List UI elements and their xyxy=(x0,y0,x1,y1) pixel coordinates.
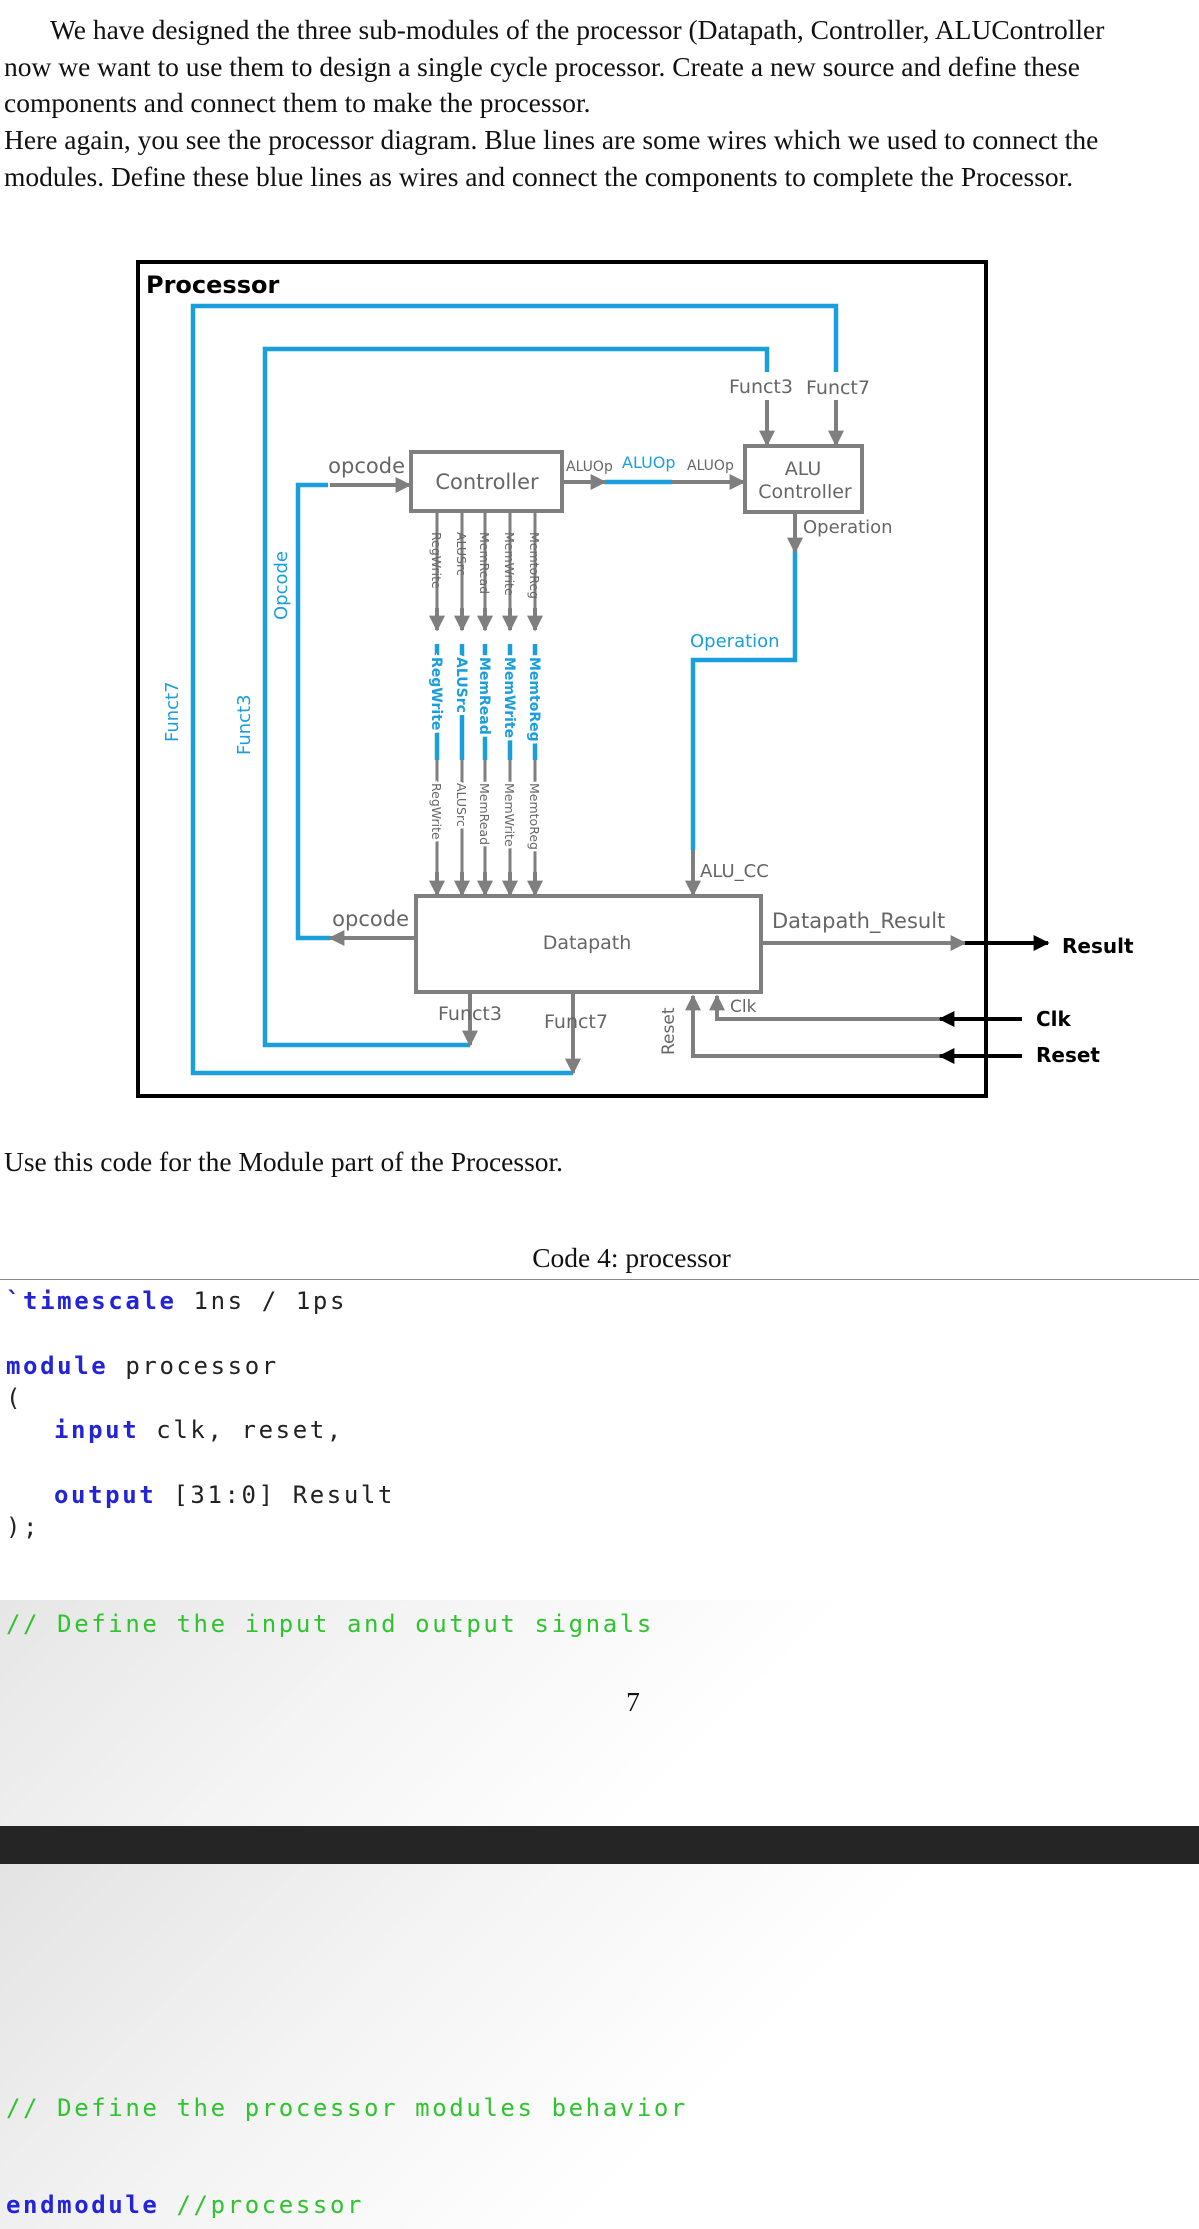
code-comment: // Define the processor modules behavior xyxy=(6,2094,688,2122)
code-keyword: `timescale xyxy=(6,1287,177,1315)
opcode-ctrl-label: opcode xyxy=(328,454,405,478)
code-line-timescale: `timescale 1ns / 1ps xyxy=(6,1287,347,1315)
funct3-wire xyxy=(262,346,770,1048)
funct3-alu-label: Funct3 xyxy=(729,376,793,398)
ctrl-wire-label: ALUSrc xyxy=(453,657,469,713)
operation-wire xyxy=(690,548,798,850)
caption-rule xyxy=(0,1279,1199,1280)
ctrl-out-label: MemtoReg xyxy=(527,532,542,599)
funct7-wire xyxy=(190,303,839,1076)
instructions-line: modules. Define these blue lines as wire… xyxy=(4,160,1074,192)
code-keyword: module xyxy=(6,1352,109,1380)
reset-port-label: Reset xyxy=(1036,1043,1100,1067)
funct3-dp-label: Funct3 xyxy=(438,1003,502,1025)
page-shading-lower xyxy=(0,1864,1199,2229)
ctrl-wire-label: RegWrite xyxy=(428,657,444,730)
instructions-paragraph: Here again, you see the processor diagra… xyxy=(4,122,1199,195)
opcode-dp-label: opcode xyxy=(332,907,409,931)
ctrl-out-label: MemRead xyxy=(477,532,492,594)
code-line-module: module processor xyxy=(6,1352,279,1380)
code-line-open: ( xyxy=(6,1384,24,1412)
controller-block xyxy=(409,450,564,513)
code-line-close: ); xyxy=(6,1513,41,1541)
aluop-alu-label: ALUOp xyxy=(687,458,734,474)
instructions-line: Here again, you see the processor diagra… xyxy=(4,124,1099,155)
code-comment: // Define the input and output signals xyxy=(6,1610,654,1638)
datapath-block xyxy=(414,894,763,994)
code-keyword: input xyxy=(54,1416,140,1444)
reset-dp-label: Reset xyxy=(659,1007,679,1055)
code-keyword: endmodule xyxy=(6,2191,160,2219)
funct7-alu-label: Funct7 xyxy=(806,377,870,399)
dp-in-label: MemWrite xyxy=(502,783,517,847)
page-break-bar xyxy=(0,1826,1199,1864)
dp-in-label: MemRead xyxy=(477,783,492,845)
clk-dp-port xyxy=(709,994,940,1021)
controller-label: Controller xyxy=(435,470,539,494)
ctrl-wire-label: MemRead xyxy=(476,657,492,735)
code-text: processor xyxy=(108,1352,279,1380)
operation-wire-label: Operation xyxy=(690,631,780,652)
dp-in-label: ALUSrc xyxy=(454,783,469,827)
code-comment: //processor xyxy=(159,2191,365,2219)
use-code-text: Use this code for the Module part of the… xyxy=(4,1146,564,1177)
reset-dp-port xyxy=(685,994,940,1058)
processor-diagram: Processor xyxy=(136,260,1134,1098)
code-caption: Code 4: processor xyxy=(532,1242,731,1273)
datapath-label: Datapath xyxy=(543,932,632,954)
dp-in-label: RegWrite xyxy=(429,783,444,840)
processor-frame xyxy=(136,260,988,1098)
clk-dp-label: Clk xyxy=(730,997,757,1017)
aluop-wire-label: ALUOp xyxy=(622,453,676,472)
opcode-wire xyxy=(295,482,330,941)
code-text: [31:0] Result xyxy=(156,1481,395,1509)
ctrl-wire-label: MemWrite xyxy=(501,657,517,738)
funct3-wire-label: Funct3 xyxy=(234,694,255,755)
ctrl-out-label: RegWrite xyxy=(429,532,444,589)
code-text: clk, reset, xyxy=(139,1416,344,1444)
alu-cc-label: ALU_CC xyxy=(700,861,769,882)
ctrl-out-label: MemWrite xyxy=(502,532,517,596)
intro-paragraph: We have designed the three sub-modules o… xyxy=(4,12,1199,122)
page-number: 7 xyxy=(626,1686,640,1717)
clk-port-label: Clk xyxy=(1036,1007,1072,1031)
intro-line: We have designed the three sub-modules o… xyxy=(50,14,1105,45)
result-port-label: Result xyxy=(1062,934,1134,958)
external-ports xyxy=(938,935,1050,1064)
intro-line: components and connect them to make the … xyxy=(4,87,591,118)
code-text: 1ns / 1ps xyxy=(176,1287,347,1315)
aluop-ctrl-label: ALUOp xyxy=(566,459,613,475)
port-stubs xyxy=(328,400,967,1075)
code-keyword: output xyxy=(54,1481,157,1509)
datapath-result-label: Datapath_Result xyxy=(772,909,945,934)
code-line-endmodule: endmodule //processor xyxy=(6,2191,364,2219)
funct7-dp-label: Funct7 xyxy=(544,1011,608,1033)
opcode-wire-label: Opcode xyxy=(271,551,292,620)
processor-title: Processor xyxy=(146,271,279,299)
alu-controller-label: Controller xyxy=(758,481,852,503)
intro-line: now we want to use them to design a sing… xyxy=(4,50,1080,82)
blue-wires xyxy=(190,303,839,1076)
funct7-wire-label: Funct7 xyxy=(162,681,183,742)
code-line-output: output [31:0] Result xyxy=(54,1481,395,1509)
ctrl-wire-label: MemtoReg xyxy=(526,657,542,742)
ctrl-out-label: ALUSrc xyxy=(454,532,469,576)
alu-controller-block xyxy=(743,444,864,514)
code-line-input: input clk, reset, xyxy=(54,1416,344,1444)
dp-in-label: MemtoReg xyxy=(527,783,542,850)
alu-controller-label: ALU xyxy=(785,458,822,480)
operation-port-label: Operation xyxy=(803,517,893,538)
